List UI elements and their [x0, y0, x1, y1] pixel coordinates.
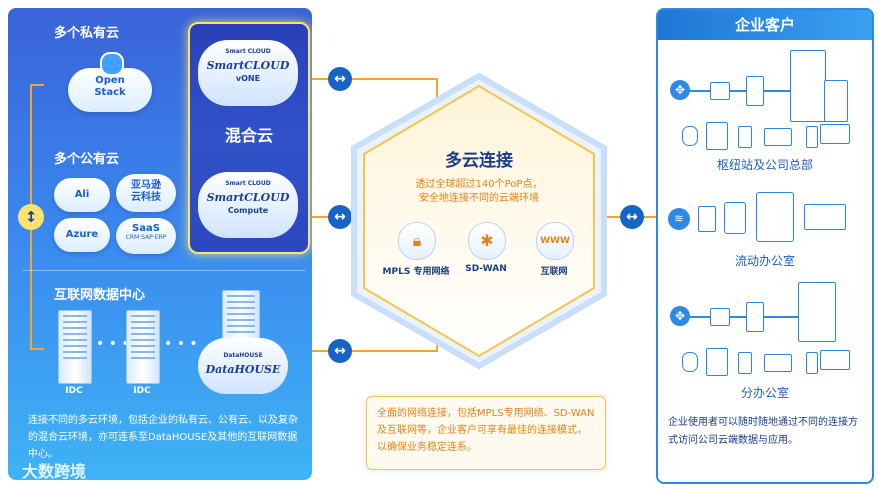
connectivity-note-box: 全面的网络连接，包括MPLS专用网络、SD-WAN及互联网等，企业客户可享有最佳… — [366, 396, 606, 470]
bidirectional-arrow-icon: ↔ — [328, 205, 352, 229]
multicloud-description: 透过全球超过140个PoP点， 安全地连接不同的云端环境 — [348, 178, 610, 206]
firewall-icon — [710, 82, 730, 100]
bidirectional-arrow-icon: ↔ — [328, 339, 352, 363]
idc-label: IDC — [65, 386, 83, 396]
openstack-icon — [100, 52, 124, 76]
bidirectional-arrow-icon: ↔ — [328, 67, 352, 91]
openstack-label-line2: Stack — [94, 87, 126, 98]
idc-server-icon — [58, 310, 92, 384]
wifi-icon: ≋ — [668, 208, 690, 230]
amazon-label-line1: 亚马逊 — [131, 180, 161, 191]
saas-cloud: SaaS CRM·SAP·ERP — [116, 218, 176, 254]
openstack-cloud: Open Stack — [68, 68, 152, 112]
server-icon — [746, 302, 764, 332]
desktop-tower-icon — [806, 126, 818, 148]
multicloud-desc-line1: 透过全球超过140个PoP点， — [415, 179, 543, 190]
amazon-cloud: 亚马逊 云科技 — [116, 174, 176, 212]
idc-title: 互联网数据中心 — [54, 288, 146, 303]
firewall-icon — [710, 308, 730, 326]
smartcloud-small-logo: Smart CLOUD — [225, 180, 271, 187]
idc-label: IDC — [133, 386, 151, 396]
bidirectional-arrow-icon: ↔ — [620, 205, 644, 229]
tablet-icon — [698, 206, 716, 232]
enterprise-description: 企业使用者可以随时随地通过不同的连接方式访问公司云端数据与应用。 — [668, 417, 858, 446]
internet-label: 互联网 — [540, 267, 568, 277]
smartphone-icon — [724, 202, 746, 234]
laptop-icon — [764, 354, 792, 372]
ali-label: Ali — [74, 189, 90, 200]
tablet-large-icon — [756, 192, 794, 242]
vertical-arrows-icon: ↕ — [18, 204, 44, 230]
headquarters-building-icon — [790, 50, 826, 122]
network-icon: ✱ — [468, 222, 506, 260]
azure-label: Azure — [65, 229, 99, 240]
desktop-tower-icon — [806, 352, 818, 374]
lock-icon: 🔒︎ — [398, 222, 436, 260]
saas-sublabel: CRM·SAP·ERP — [125, 234, 167, 241]
smartcloud-vone-cloud: Smart CLOUD SmartCLOUD vONE — [198, 40, 298, 106]
saas-label: SaaS — [132, 223, 160, 234]
connector-line — [312, 350, 438, 352]
amazon-label-line2: 云科技 — [131, 192, 161, 203]
router-icon: ✥ — [670, 80, 690, 100]
multicloud-hexagon — [351, 72, 607, 370]
multicloud-title: 多云连接 — [445, 151, 513, 171]
laptop-icon — [804, 204, 846, 230]
monitor-icon — [820, 350, 850, 370]
mobile-office-label: 流动办公室 — [734, 254, 795, 268]
left-description: 连接不同的多云环境，包括企业的私有云、公有云、以及复杂的混合云环境，亦可连系至D… — [28, 415, 298, 460]
private-cloud-title: 多个私有云 — [54, 26, 120, 41]
datahouse-logo: DataHOUSE — [205, 363, 281, 376]
www-text: WWW — [540, 236, 570, 246]
cloud-link-line — [30, 84, 44, 86]
sdwan-label: SD-WAN — [465, 264, 507, 274]
hybrid-cloud-label: 混合云 — [224, 126, 273, 145]
multicloud-desc-line2: 安全地连接不同的云端环境 — [419, 193, 539, 204]
public-cloud-title: 多个公有云 — [54, 152, 120, 167]
enterprise-customers-panel: 企业客户 ✥ 枢纽站及公司总部 ≋ 流动办公室 ✥ 分办公室 企业使用者可以随时… — [656, 8, 874, 484]
webcam-icon — [682, 352, 698, 372]
hq-label: 枢纽站及公司总部 — [716, 158, 813, 172]
connector-line — [312, 78, 438, 80]
branch-office-label: 分办公室 — [740, 386, 789, 400]
server-rack-icon — [706, 348, 728, 376]
connectivity-note: 全面的网络连接，包括MPLS专用网络、SD-WAN及互联网等，企业客户可享有最佳… — [377, 408, 595, 453]
www-icon: WWW — [536, 222, 574, 260]
network-line — [682, 316, 802, 318]
server-icon — [746, 76, 764, 106]
smartcloud-logo: SmartCLOUD — [206, 191, 290, 204]
ali-cloud: Ali — [54, 178, 110, 212]
enterprise-title: 企业客户 — [658, 10, 872, 40]
smartcloud-compute-cloud: Smart CLOUD SmartCLOUD Compute — [198, 172, 298, 238]
hybrid-cloud-box: Smart CLOUD SmartCLOUD vONE 混合云 Smart CL… — [188, 22, 310, 254]
smartcloud-logo: SmartCLOUD — [206, 59, 290, 72]
connector-line — [436, 78, 438, 108]
webcam-icon — [682, 126, 698, 146]
ellipsis-icon: • • • — [164, 336, 198, 352]
compute-label: Compute — [227, 206, 269, 215]
phone-icon — [738, 352, 752, 374]
watermark: 大数跨境 — [22, 462, 87, 481]
server-rack-icon — [706, 122, 728, 150]
cloud-link-line — [30, 348, 44, 350]
monitor-icon — [820, 124, 850, 144]
datahouse-cloud: DataHOUSE DataHOUSE — [198, 338, 288, 394]
building-icon — [824, 80, 848, 122]
laptop-icon — [764, 128, 792, 146]
phone-icon — [738, 126, 752, 148]
idc-server-icon — [126, 310, 160, 384]
branch-building-icon — [798, 282, 836, 342]
azure-cloud: Azure — [54, 218, 110, 252]
mpls-label: MPLS 专用网络 — [382, 267, 450, 277]
ellipsis-icon: • • • — [96, 336, 130, 352]
cloud-environments-panel: ↕ 多个私有云 Open Stack 多个公有云 Ali 亚马逊 云科技 Azu… — [8, 8, 312, 480]
vone-label: vONE — [235, 74, 261, 83]
router-icon: ✥ — [670, 306, 690, 326]
smartcloud-small-logo: Smart CLOUD — [225, 48, 271, 55]
section-divider — [22, 270, 306, 271]
openstack-label-line1: Open — [95, 75, 125, 86]
datahouse-small-logo: DataHOUSE — [223, 352, 263, 359]
